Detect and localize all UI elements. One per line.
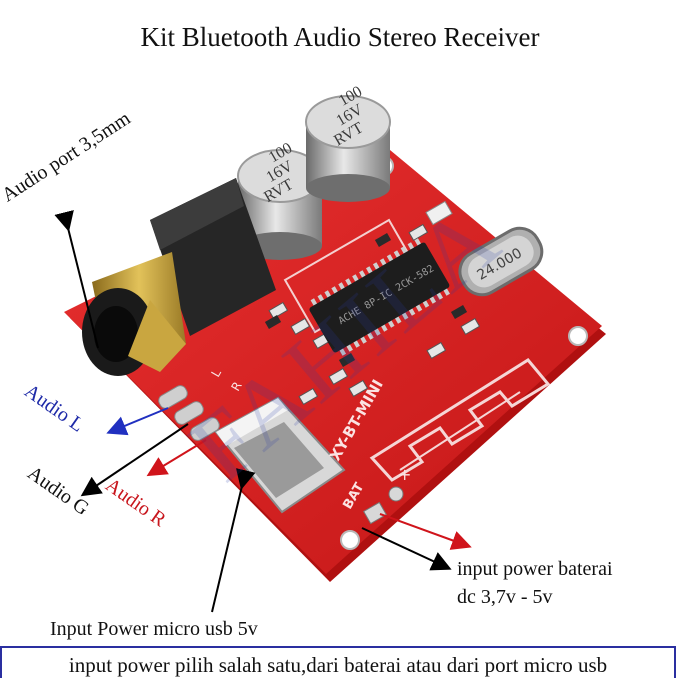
- arrow-audio-port: [54, 210, 99, 349]
- label-battery-voltage: dc 3,7v - 5v: [457, 586, 553, 608]
- arrow-audio-r: [146, 439, 207, 477]
- capacitor-right: 100 16V RVT: [305, 83, 391, 202]
- micro-usb-port: [214, 396, 346, 514]
- footer-note: input power pilih salah satu,dari batera…: [0, 646, 676, 678]
- arrow-audio-g: [80, 423, 189, 497]
- label-battery-input: input power baterai: [457, 558, 613, 580]
- crystal-oscillator: 24.000: [458, 226, 544, 297]
- page-title: Kit Bluetooth Audio Stereo Receiver: [140, 22, 540, 52]
- label-usb-power: Input Power micro usb 5v: [50, 618, 258, 640]
- audio-jack: [82, 178, 276, 376]
- arrow-battery-plus: [379, 513, 472, 550]
- arrow-usb: [211, 468, 256, 613]
- arrow-battery-minus: [361, 527, 452, 571]
- plus-marking: +: [398, 465, 411, 484]
- arrow-audio-l: [106, 407, 169, 436]
